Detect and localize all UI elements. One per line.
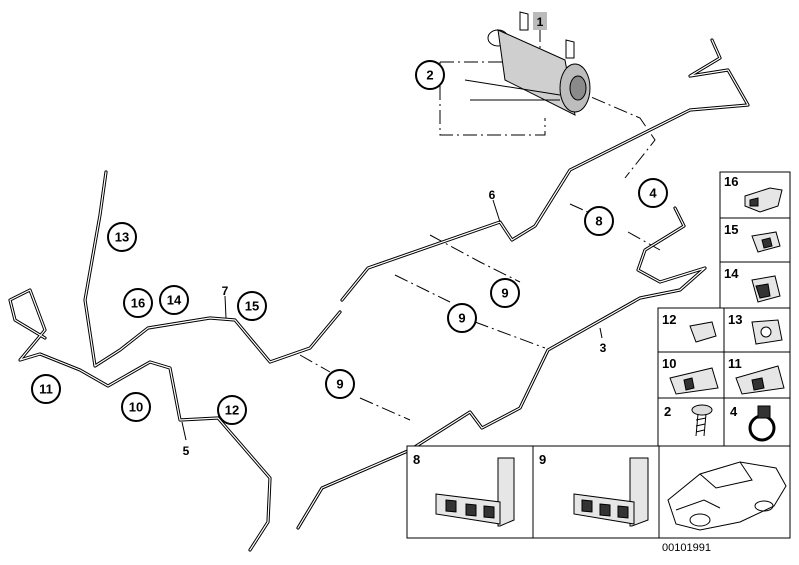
panel-8: 8 (406, 445, 534, 539)
panel-13: 13 (723, 307, 791, 353)
pipe-7 (83, 170, 342, 368)
svg-text:16: 16 (131, 296, 145, 311)
pipe-5 (8, 288, 272, 552)
svg-text:10: 10 (129, 400, 143, 415)
callout-11: 11 (31, 374, 61, 404)
car-location-panel (658, 445, 791, 539)
svg-text:13: 13 (115, 230, 129, 245)
panel-15: 15 (719, 217, 791, 263)
panel-11: 11 (723, 351, 791, 399)
leader-lines (299, 28, 661, 421)
callout-13: 13 (107, 222, 137, 252)
label-1: 1 (533, 12, 547, 30)
fuel-vapor-canister (464, 11, 591, 116)
pipe-3 (296, 206, 707, 530)
callout-9-right: 9 (490, 278, 520, 308)
svg-text:9: 9 (539, 452, 546, 467)
callout-9-left: 9 (325, 369, 355, 399)
svg-text:8: 8 (595, 214, 602, 229)
callout-15: 15 (237, 291, 267, 321)
pipe-6 (340, 38, 750, 302)
panel-16: 16 (719, 171, 791, 219)
svg-text:10: 10 (662, 356, 676, 371)
label-5: 5 (183, 444, 190, 458)
callout-16: 16 (123, 288, 153, 318)
svg-text:2: 2 (664, 404, 671, 419)
panel-10: 10 (657, 351, 725, 399)
svg-text:2: 2 (426, 68, 433, 83)
svg-text:8: 8 (413, 452, 420, 467)
svg-text:4: 4 (730, 404, 738, 419)
callout-8: 8 (584, 206, 614, 236)
svg-text:14: 14 (167, 293, 182, 308)
label-7: 7 (222, 284, 229, 298)
panel-9: 9 (532, 445, 660, 539)
label-3: 3 (600, 341, 607, 355)
svg-text:11: 11 (728, 356, 742, 371)
svg-text:13: 13 (728, 312, 742, 327)
svg-text:9: 9 (336, 377, 343, 392)
svg-text:9: 9 (458, 311, 465, 326)
svg-text:1: 1 (537, 15, 544, 29)
panel-4-clamp: 4 (723, 397, 791, 447)
svg-text:9: 9 (501, 286, 508, 301)
callout-14: 14 (159, 285, 189, 315)
label-6: 6 (489, 188, 496, 202)
svg-text:15: 15 (724, 222, 738, 237)
callout-4: 4 (638, 178, 668, 208)
label-ticks (181, 199, 603, 441)
panel-14: 14 (719, 261, 791, 309)
svg-text:12: 12 (225, 403, 239, 418)
svg-text:11: 11 (39, 382, 53, 397)
svg-text:4: 4 (649, 186, 657, 201)
callout-9-center: 9 (447, 303, 477, 333)
svg-text:16: 16 (724, 174, 738, 189)
panel-12: 12 (657, 307, 725, 353)
drawing-code: 00101991 (662, 542, 711, 554)
callout-10: 10 (121, 392, 151, 422)
svg-text:14: 14 (724, 266, 739, 281)
svg-text:12: 12 (662, 312, 676, 327)
panel-2-screw: 2 (657, 397, 725, 447)
callout-12: 12 (217, 395, 247, 425)
svg-text:15: 15 (245, 299, 259, 314)
callout-2: 2 (415, 60, 445, 90)
